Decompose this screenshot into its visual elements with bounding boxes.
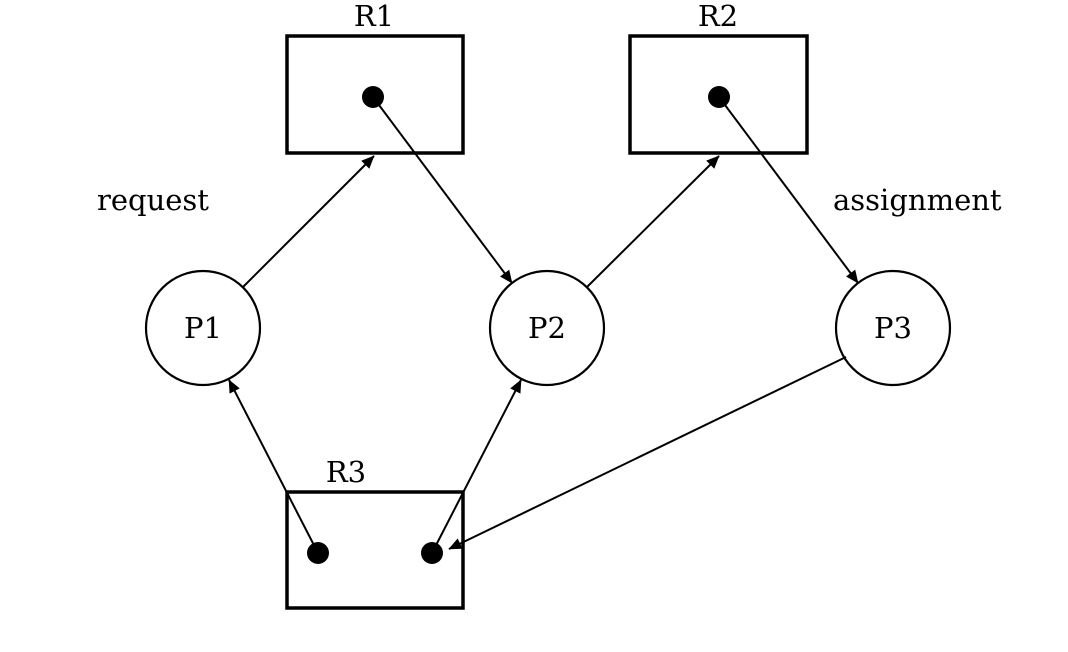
edge-assignment-R1-P2 (372, 96, 513, 284)
assignment-label: assignment (833, 183, 1002, 217)
resource-label-R2: R2 (698, 0, 738, 33)
edge-assignment-R2-P3 (718, 96, 859, 284)
resource-instance-dot-R2-1 (708, 86, 730, 108)
request-label: request (97, 183, 209, 217)
process-label-P2: P2 (528, 311, 566, 345)
resource-label-R1: R1 (354, 0, 394, 33)
edge-assignment-R3-P1 (228, 379, 319, 554)
edge-assignment-R3-P2 (431, 379, 522, 554)
resource-instance-dot-R3-2 (421, 542, 443, 564)
resource-instance-dot-R3-1 (307, 542, 329, 564)
resource-instance-dot-R1-1 (362, 86, 384, 108)
edge-request-P2-R2 (586, 155, 720, 288)
edge-request-P1-R1 (242, 155, 375, 288)
process-label-P1: P1 (184, 311, 222, 345)
edge-request-P3-R3 (448, 356, 847, 550)
process-circle-P3 (834, 269, 952, 387)
process-circle-P2 (488, 269, 606, 387)
resource-label-R3: R3 (326, 455, 366, 489)
process-circle-P1 (144, 269, 262, 387)
process-label-P3: P3 (874, 311, 912, 345)
